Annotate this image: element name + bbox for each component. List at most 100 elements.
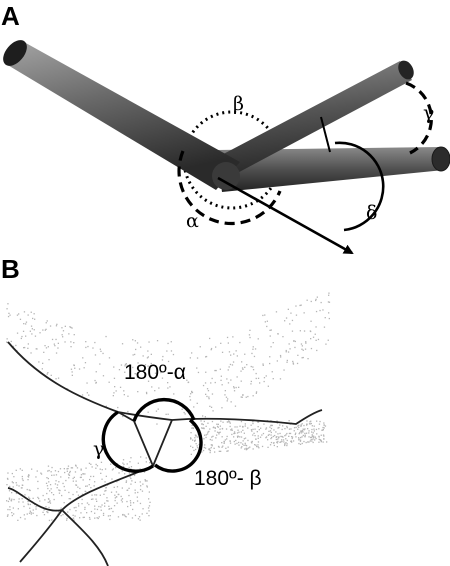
stipple-dot [219, 431, 221, 433]
stipple-dot [211, 393, 214, 395]
stipple-dot [162, 355, 164, 358]
stipple-dot [282, 336, 284, 338]
stipple-dot [141, 490, 144, 492]
stipple-dot [238, 431, 240, 433]
stipple-dot [192, 446, 194, 449]
stipple-dot [205, 436, 207, 439]
stipple-dot [276, 441, 278, 443]
stipple-dot [156, 423, 158, 425]
stipple-dot [25, 335, 27, 337]
stipple-dot [122, 462, 124, 464]
stipple-dot [215, 437, 217, 439]
stipple-dot [269, 430, 272, 432]
stipple-dot [303, 429, 305, 431]
stipple-dot [82, 516, 84, 519]
stipple-dot [116, 502, 118, 504]
stipple-dot [157, 408, 159, 410]
stipple-dot [42, 329, 44, 331]
stipple-dot [214, 381, 216, 384]
stipple-dot [115, 390, 117, 392]
stipple-dot [191, 390, 193, 393]
stipple-dot [307, 428, 309, 430]
top-angle-label: 180º-α [124, 361, 186, 384]
stipple-dot [252, 395, 254, 397]
stipple-dot [11, 472, 13, 475]
stipple-dot [241, 396, 243, 398]
stipple-dot [21, 498, 23, 500]
stipple-dot [47, 465, 50, 467]
stipple-dot [204, 434, 206, 436]
stipple-dot [245, 447, 247, 449]
stipple-dot [252, 369, 255, 371]
stipple-dot [115, 496, 118, 498]
stipple-dot [318, 423, 321, 425]
stipple-dot [300, 304, 302, 306]
stipple-dot [250, 429, 253, 431]
stipple-dot [250, 380, 252, 383]
stipple-dot [137, 491, 139, 494]
stipple-dot [257, 426, 259, 428]
stipple-dot [146, 485, 148, 487]
stipple-dot [182, 372, 184, 374]
stipple-dot [245, 396, 247, 398]
stipple-dot [219, 428, 221, 430]
stipple-dot [285, 349, 287, 352]
stipple-dot [322, 309, 324, 311]
stipple-dot [220, 379, 222, 381]
stipple-dot [210, 347, 213, 350]
stipple-dot [271, 436, 273, 439]
stipple-dot [286, 359, 288, 362]
stipple-dot [126, 489, 128, 491]
stipple-dot [240, 396, 242, 398]
stipple-dot [310, 330, 312, 333]
stipple-dot [131, 480, 133, 482]
stipple-dot [320, 441, 322, 443]
stipple-dot [92, 347, 94, 349]
stipple-dot [301, 348, 303, 350]
stipple-dot [11, 492, 13, 494]
stipple-dot [236, 426, 238, 428]
stipple-dot [81, 493, 84, 495]
stipple-dot [134, 474, 136, 476]
stipple-dot [222, 445, 224, 447]
stipple-dot [216, 431, 219, 433]
stipple-dot [70, 368, 73, 370]
stipple-dot [80, 474, 83, 476]
stipple-dot [75, 484, 78, 486]
stipple-dot [39, 332, 41, 334]
stipple-dot [300, 343, 303, 345]
stipple-dot [224, 394, 226, 396]
stipple-dot [242, 394, 244, 396]
stipple-dot [269, 444, 272, 446]
stipple-dot [214, 430, 216, 432]
stipple-dot [272, 442, 275, 444]
stipple-dot [239, 425, 241, 427]
stipple-dot [61, 334, 63, 336]
stipple-dot [208, 430, 210, 433]
stipple-dot [311, 434, 313, 436]
stipple-dot [268, 430, 270, 432]
lower-branch-tube [216, 146, 450, 192]
stipple-dot [299, 430, 302, 432]
stipple-dot [236, 432, 239, 434]
stipple-dot [240, 442, 242, 444]
stipple-dot [313, 425, 315, 427]
stipple-dot [128, 494, 130, 497]
stipple-dot [225, 447, 227, 449]
stipple-dot [100, 461, 103, 463]
stipple-dot [205, 356, 207, 358]
stipple-dot [101, 469, 103, 471]
stipple-dot [7, 315, 10, 318]
stipple-dot [53, 498, 55, 501]
stipple-dot [85, 341, 87, 343]
stipple-dot [48, 469, 50, 472]
stipple-dot [256, 431, 258, 433]
stipple-dot [267, 385, 269, 387]
stipple-dot [320, 434, 322, 436]
stipple-dot [295, 314, 298, 316]
stipple-dot [276, 360, 278, 362]
stipple-dot [148, 341, 150, 343]
stipple-dot [100, 472, 102, 474]
stipple-dot [279, 432, 281, 435]
stipple-dot [29, 510, 31, 512]
